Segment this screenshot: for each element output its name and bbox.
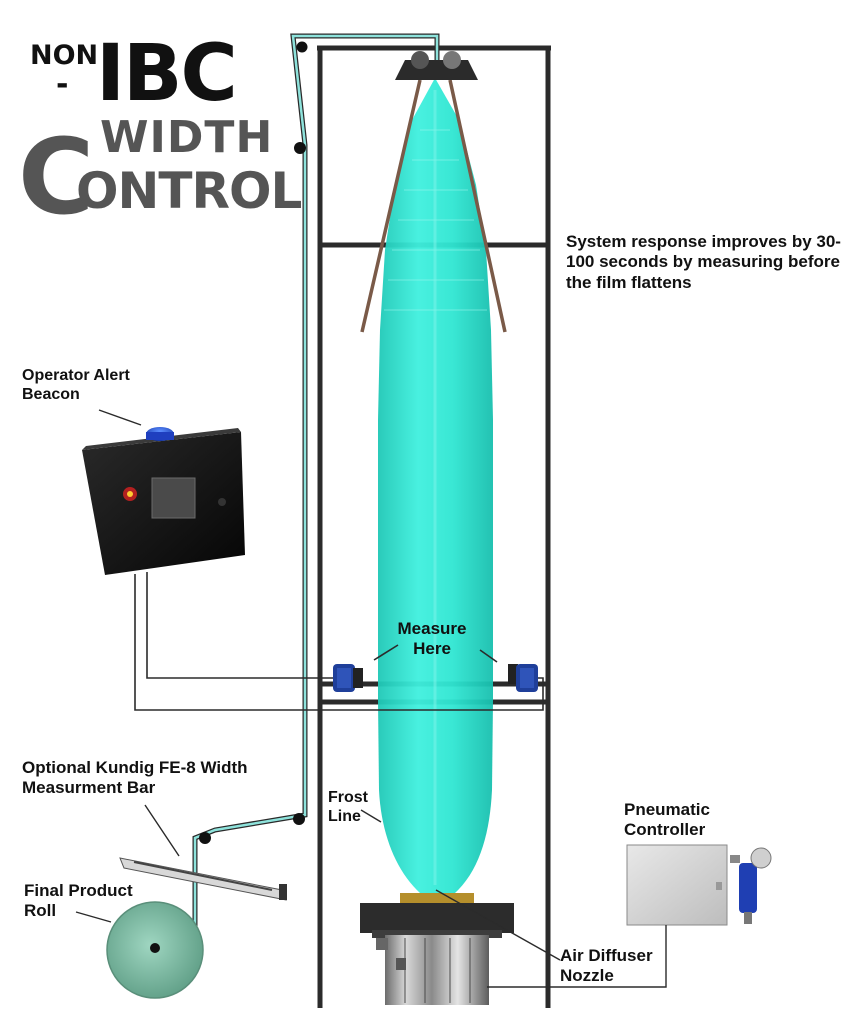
final-roll-label: Final Product Roll <box>24 881 133 922</box>
frost-line1: Frost <box>328 789 368 806</box>
measure-line1: Measure <box>397 619 467 638</box>
title-line3: ONTROL <box>76 162 302 220</box>
pneumatic-controller <box>626 844 772 926</box>
air-ring <box>360 893 514 1005</box>
air-nozzle-line2: Nozzle <box>560 966 614 986</box>
operator-alert-label: Operator Alert Beacon <box>22 366 130 404</box>
air-nozzle-line1: Air Diffuser <box>560 946 653 965</box>
leader-lines <box>75 409 667 988</box>
final-product-roll <box>106 901 204 999</box>
title-prefix: NON <box>30 40 99 71</box>
pneumatic-line2: Controller <box>624 820 706 840</box>
width-measurement-bar <box>119 857 287 901</box>
collapsing-frame <box>360 79 507 333</box>
optional-bar-label: Optional Kundig FE-8 Width Measurment Ba… <box>22 758 248 799</box>
optional-bar-line2: Measurment Bar <box>22 778 156 798</box>
final-roll-line1: Final Product <box>24 881 133 900</box>
sensor-left <box>333 664 363 692</box>
operator-alert-line2: Beacon <box>22 386 80 404</box>
pneumatic-line1: Pneumatic <box>624 800 710 819</box>
title-line2: WIDTH <box>100 112 274 163</box>
pneumatic-controller-label: Pneumatic Controller <box>624 800 710 841</box>
measure-here-label: Measure Here <box>388 619 476 660</box>
sensor-cables <box>134 572 544 711</box>
film-path <box>192 33 440 946</box>
system-response-note: System response improves by 30-100 secon… <box>566 232 841 292</box>
title-dash: - <box>56 67 69 102</box>
nip-rolls <box>395 51 478 80</box>
optional-bar-line1: Optional Kundig FE-8 Width <box>22 758 248 777</box>
title-main: IBC <box>96 29 238 119</box>
controller-box <box>82 427 245 575</box>
final-roll-line2: Roll <box>24 901 57 921</box>
measure-line2: Here <box>413 639 451 659</box>
frost-line2: Line <box>328 808 361 826</box>
air-nozzle-label: Air Diffuser Nozzle <box>560 946 653 987</box>
film-bubble <box>378 78 493 893</box>
title-cap: C <box>18 116 95 238</box>
guide-rollers <box>199 41 308 844</box>
operator-alert-line1: Operator Alert <box>22 367 130 384</box>
sensor-right <box>508 664 538 692</box>
frost-line-label: Frost Line <box>328 788 368 826</box>
